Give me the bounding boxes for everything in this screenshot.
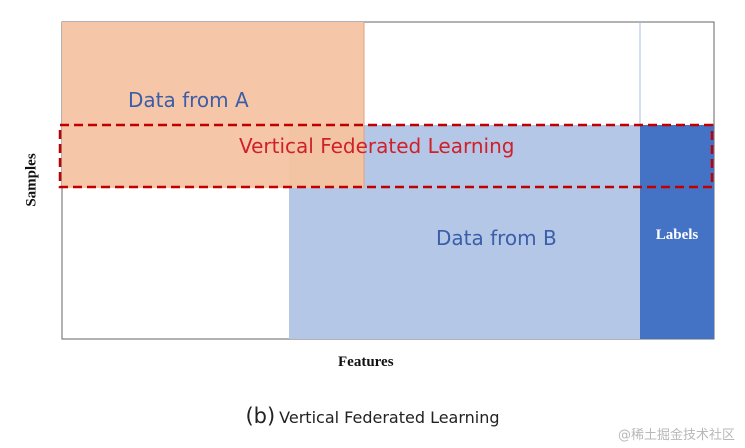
data-from-b-label: Data from B <box>436 226 557 250</box>
labels-column-label: Labels <box>655 227 699 243</box>
labels-region <box>640 125 714 339</box>
figure-caption: (b)Vertical Federated Learning <box>0 404 745 428</box>
overlap-region <box>289 125 364 188</box>
data-from-a-label: Data from A <box>128 88 249 112</box>
caption-letter: (b) <box>245 404 276 428</box>
vfl-dashed-boundary <box>58 123 714 189</box>
y-axis-label: Samples <box>23 153 40 207</box>
x-axis-label: Features <box>338 354 394 370</box>
caption-text: Vertical Federated Learning <box>279 408 500 427</box>
vfl-region-label: Vertical Federated Learning <box>239 134 515 158</box>
watermark: @稀土掘金技术社区 <box>617 428 735 443</box>
